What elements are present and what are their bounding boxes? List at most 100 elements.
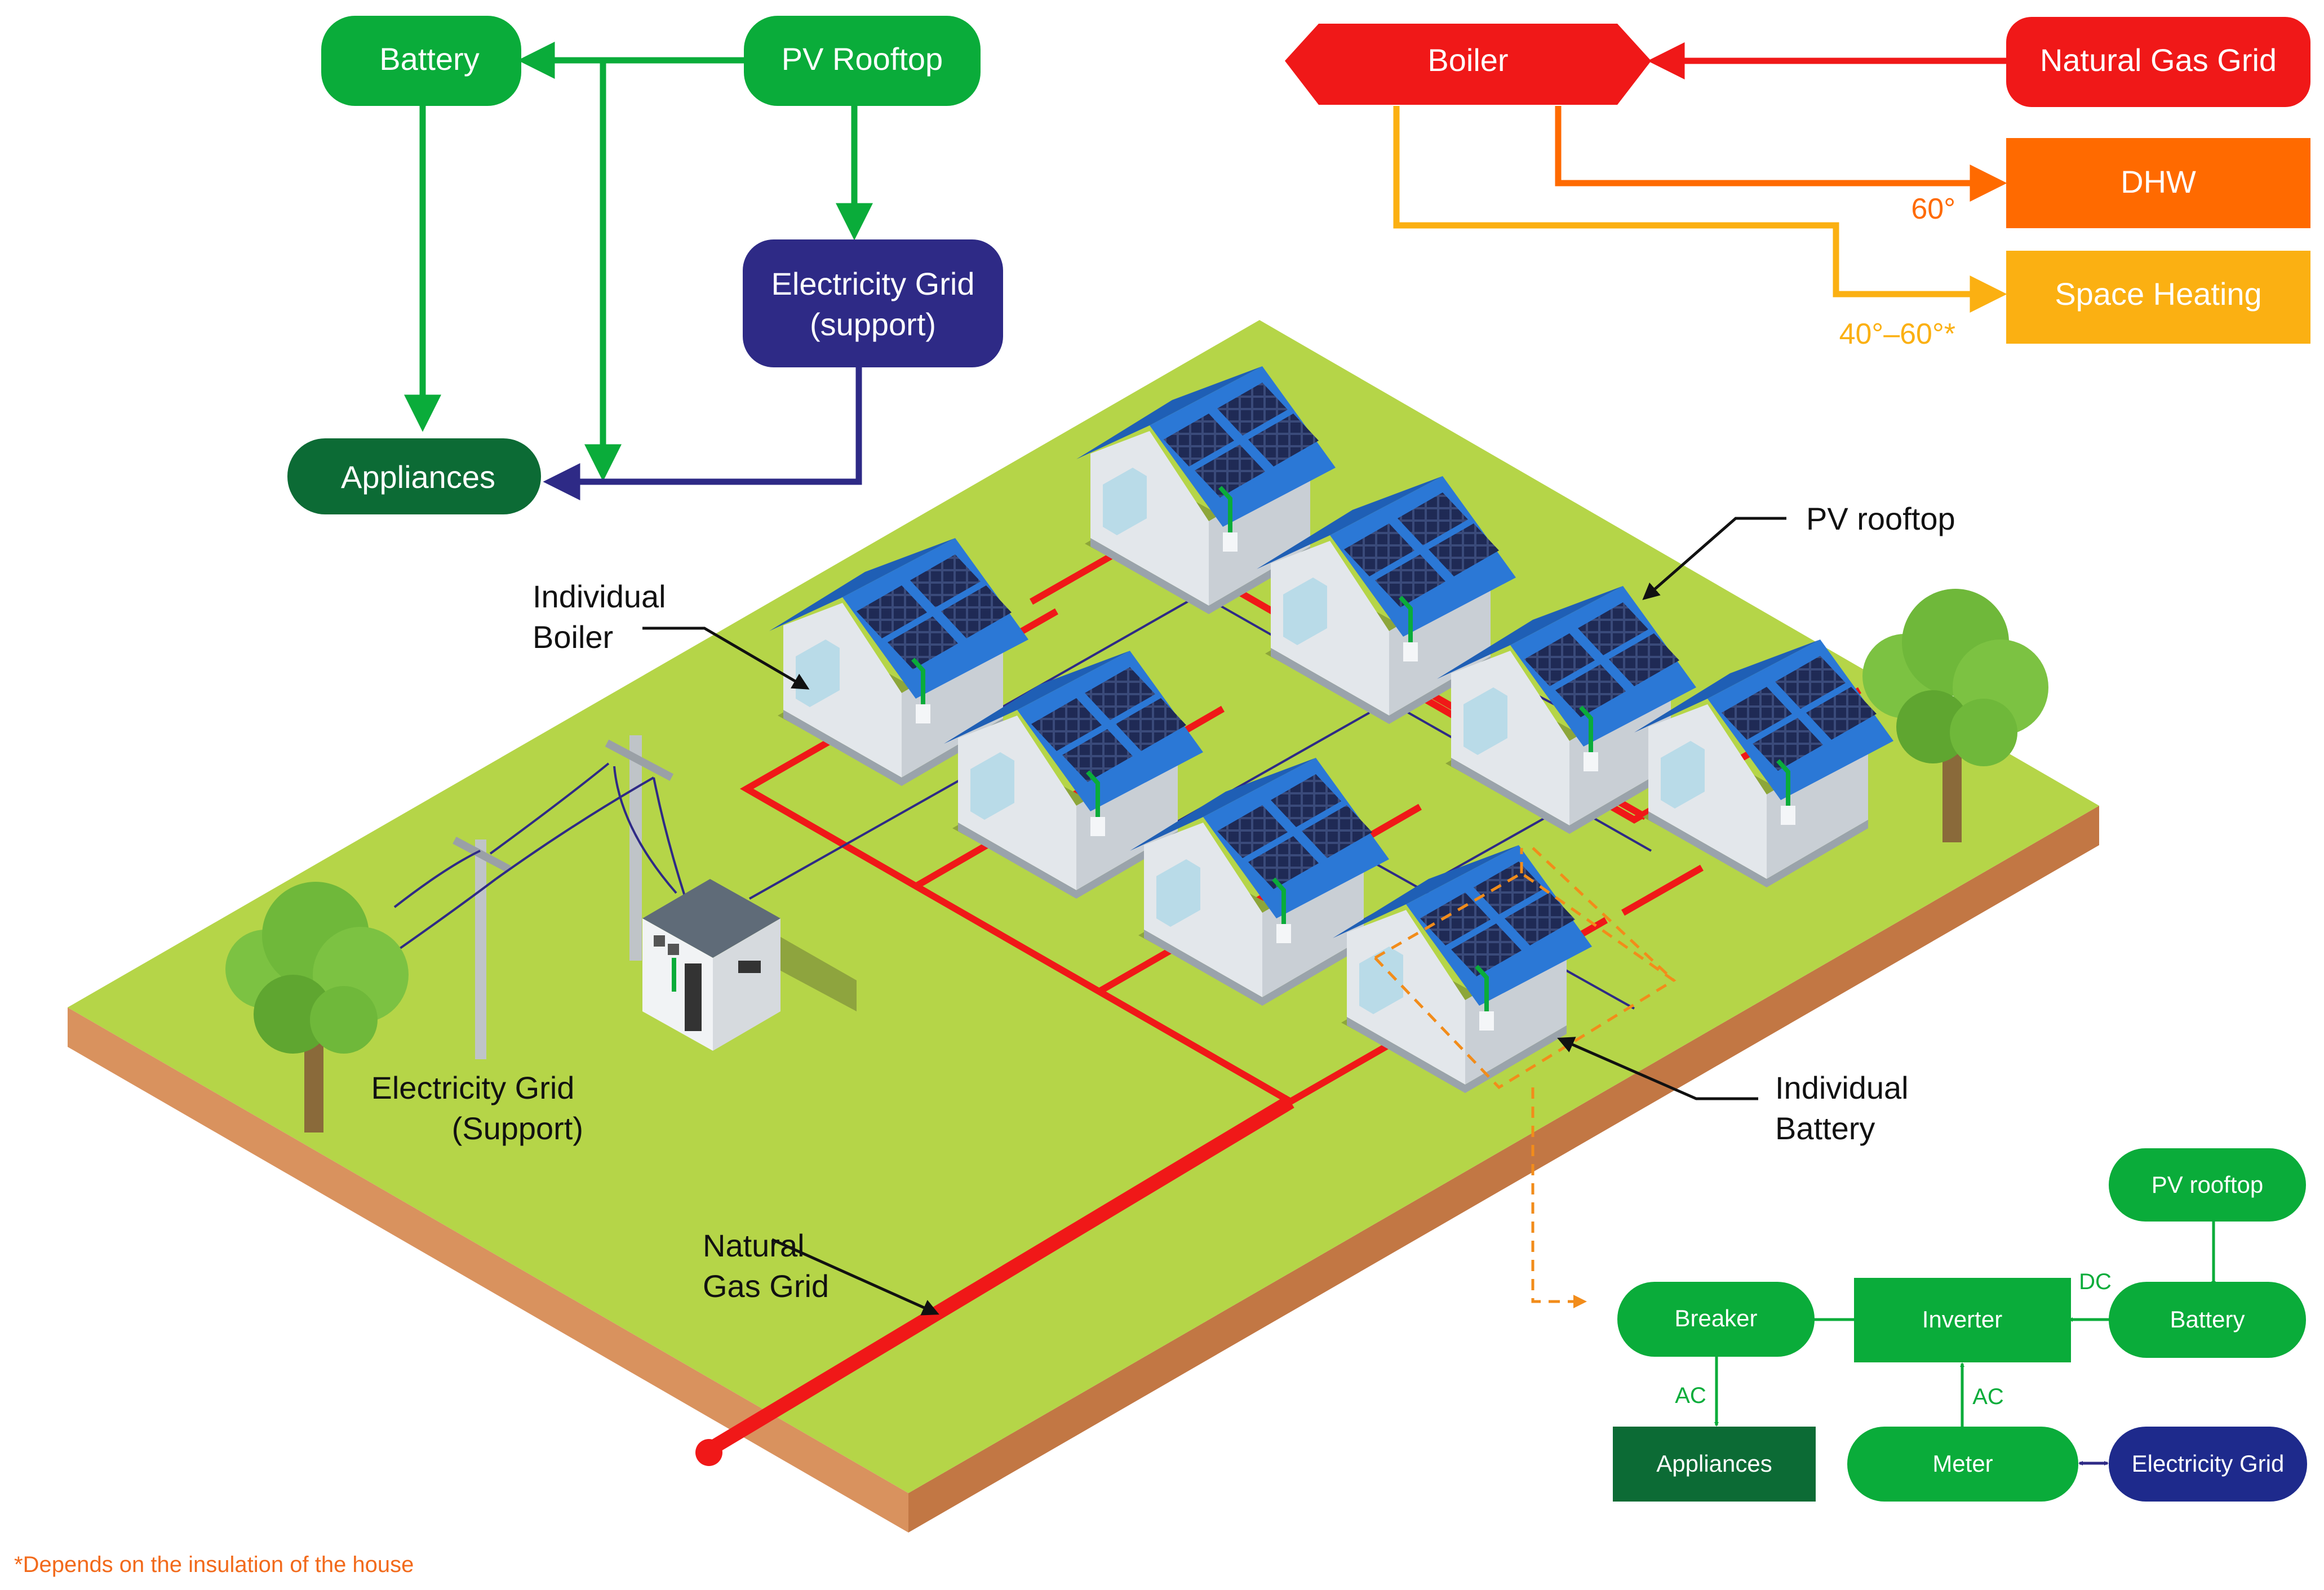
- space-heating-node: Space Heating: [2006, 251, 2310, 344]
- boiler-unit: [1156, 859, 1200, 927]
- boiler-unit: [1661, 741, 1705, 809]
- house-roof-right: [1510, 586, 1696, 747]
- electricity-grid-callout-line2: (Support): [452, 1111, 583, 1146]
- callout-leaders: [642, 517, 1786, 1316]
- boiler-unit: [1463, 687, 1507, 755]
- pv-rooftop-leader: [1642, 517, 1786, 600]
- house-base: [1271, 648, 1491, 724]
- boiler-unit: [970, 752, 1014, 820]
- boiler-label: Boiler: [1427, 42, 1508, 78]
- house: [1076, 366, 1336, 614]
- house-base: [1090, 538, 1310, 614]
- boiler-node: Boiler: [1285, 24, 1651, 105]
- solar-panel: [1344, 523, 1414, 576]
- house-roof-right: [1707, 639, 1893, 800]
- solar-panel: [1775, 656, 1846, 709]
- natural-gas-callout-line2: Gas Grid: [703, 1268, 829, 1304]
- gas-grid-inlet-point: [695, 1439, 722, 1466]
- house-side-wall: [1262, 854, 1364, 997]
- system-meter-node: Meter: [1847, 1427, 2078, 1502]
- house-base: [958, 823, 1178, 899]
- solar-panel: [1031, 698, 1102, 751]
- pv-rooftop-node: PV Rooftop: [744, 16, 981, 106]
- solar-panel: [941, 585, 1012, 638]
- battery-box: [1090, 817, 1105, 836]
- ac-breaker-label: AC: [1675, 1383, 1706, 1408]
- solar-panel: [1524, 633, 1595, 686]
- solar-panel: [1505, 892, 1575, 945]
- pv-cable: [1086, 770, 1100, 817]
- house-base: [1648, 811, 1868, 887]
- house-roof-right: [1203, 758, 1389, 918]
- pv-cable: [1776, 759, 1790, 806]
- solar-panel: [1302, 805, 1372, 858]
- house-roof-right: [842, 538, 1028, 699]
- house: [769, 538, 1028, 786]
- house-roof-right: [1406, 845, 1592, 1006]
- solar-panel: [1609, 633, 1679, 686]
- individual-boiler-label: Individual Boiler: [533, 579, 675, 655]
- solar-panel: [910, 554, 981, 607]
- individual-boiler-line2: Boiler: [533, 619, 613, 655]
- power-pole-right: [489, 735, 686, 961]
- house-roof-left: [944, 651, 1130, 744]
- solar-panel: [1195, 445, 1265, 498]
- system-pv-rooftop-node: PV rooftop: [2109, 1148, 2306, 1222]
- house-front-wall: [1271, 541, 1389, 716]
- house-side-wall: [1209, 462, 1310, 606]
- boiler-unit: [1359, 947, 1403, 1014]
- house-roof-left: [1333, 845, 1519, 938]
- solar-panel: [1420, 892, 1491, 945]
- house-side-wall: [1767, 735, 1868, 879]
- house-side-wall: [1076, 747, 1178, 890]
- battery-box: [916, 704, 930, 723]
- battery-box: [1584, 752, 1598, 771]
- pv-cable: [1579, 705, 1593, 752]
- house: [1333, 845, 1592, 1093]
- battery-leader: [1557, 1037, 1758, 1100]
- house: [1437, 586, 1696, 834]
- system-appliances-label: Appliances: [1656, 1450, 1772, 1477]
- house-front-wall: [1347, 910, 1465, 1085]
- dhw-temperature: 60°: [1911, 193, 1955, 225]
- system-breaker-label: Breaker: [1674, 1305, 1757, 1331]
- gas-grid-leader: [771, 1238, 939, 1316]
- system-inverter-label: Inverter: [1922, 1306, 2002, 1333]
- house-front-wall: [1451, 651, 1569, 825]
- battery-label: Battery: [379, 41, 479, 77]
- dhw-label: DHW: [2121, 164, 2196, 199]
- natural-gas-callout-line1: Natural: [703, 1228, 805, 1263]
- house: [944, 651, 1203, 899]
- pv-rooftop-callout-label: PV rooftop: [1806, 501, 1955, 536]
- house-system-diagram: DC AC AC PV rooftop Battery Inverter Bre…: [1613, 1148, 2307, 1502]
- system-battery-node: Battery: [2109, 1282, 2306, 1358]
- space-heating-temperature: 40°–60°*: [1839, 318, 1955, 350]
- solar-panel: [1248, 414, 1319, 467]
- solar-panel: [1753, 718, 1823, 771]
- pv-rooftop-label: PV Rooftop: [782, 41, 943, 77]
- house-roof-left: [1257, 476, 1443, 569]
- house-front-wall: [958, 716, 1076, 890]
- battery-box: [1403, 642, 1418, 661]
- house-side-wall: [1569, 682, 1671, 825]
- house: [1257, 476, 1516, 724]
- system-appliances-node: Appliances: [1613, 1427, 1816, 1502]
- solar-panel: [857, 585, 927, 638]
- house-front-wall: [783, 603, 902, 778]
- dc-label: DC: [2079, 1269, 2112, 1294]
- solar-panel: [1248, 836, 1319, 889]
- pv-cable: [1399, 596, 1413, 642]
- appliances-node: Appliances: [287, 438, 541, 514]
- solar-panel: [1451, 923, 1522, 976]
- pv-cable: [1272, 877, 1286, 924]
- solar-panel: [1217, 383, 1288, 436]
- boiler-unit: [1283, 578, 1327, 645]
- house-roof-right: [1017, 651, 1203, 811]
- boiler-unit: [796, 639, 840, 707]
- system-breaker-node: Breaker: [1617, 1282, 1815, 1357]
- battery-callout-dashes: [1372, 847, 1677, 1308]
- pv-cable: [911, 658, 925, 704]
- soil-front-left: [68, 1007, 908, 1533]
- boiler-unit: [1103, 468, 1147, 535]
- house-base: [1144, 930, 1364, 1006]
